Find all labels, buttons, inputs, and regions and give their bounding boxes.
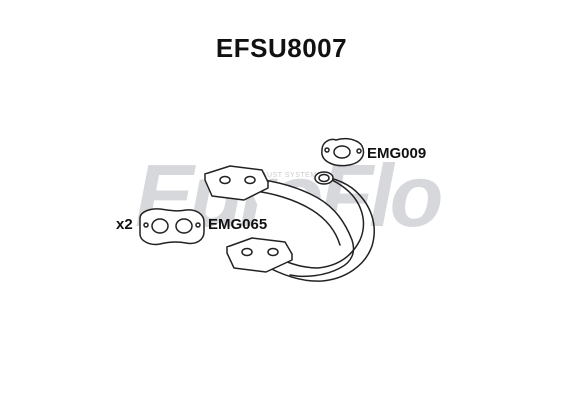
gasket-emg065 [139, 208, 205, 246]
inlet-flange-lower [226, 237, 293, 273]
part-label-emg065: EMG065 [208, 216, 268, 233]
quantity-label: x2 [116, 216, 133, 233]
part-number-title: EFSU8007 [215, 33, 348, 63]
pipe-lower-bend [264, 176, 365, 269]
part-label-emg009: EMG009 [367, 145, 427, 162]
pipe-outlet-end [314, 171, 334, 185]
inlet-flange-upper [204, 165, 269, 201]
gasket-emg009 [321, 137, 365, 167]
pipe-upper-branch [244, 177, 355, 278]
watermark-tagline: EXHAUST SYSTEMS [246, 172, 322, 179]
